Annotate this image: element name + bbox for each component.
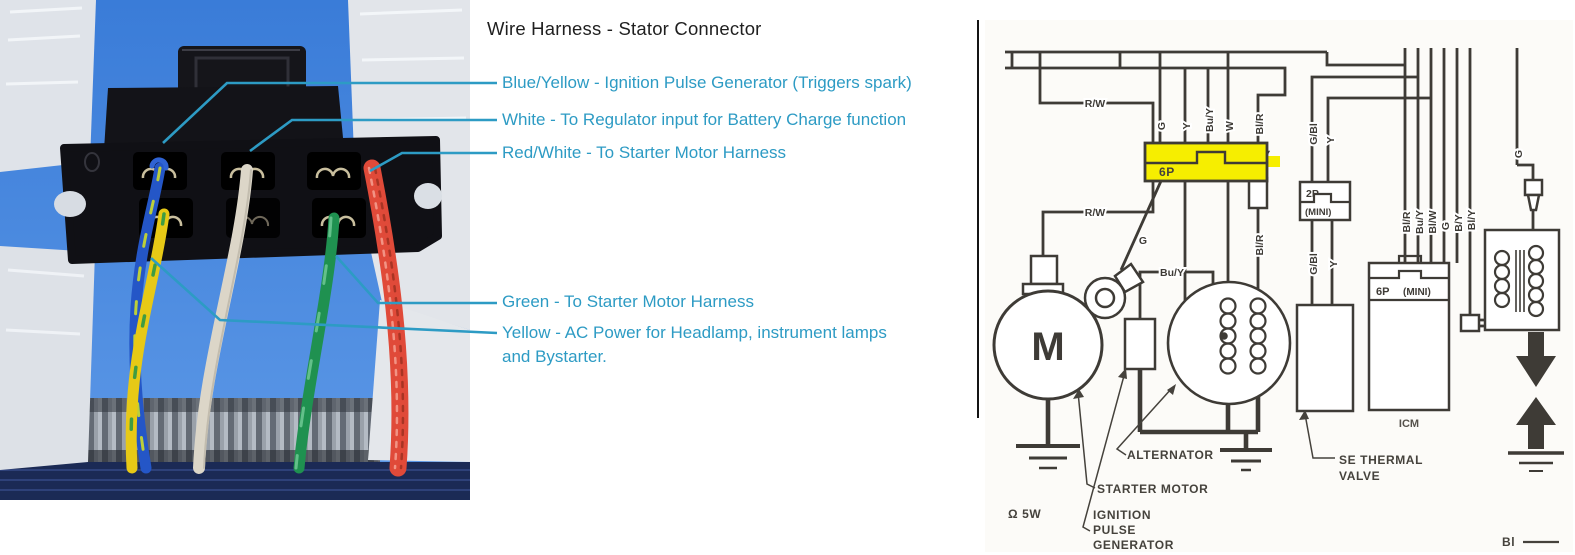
- label-bly: Bl/Y: [1466, 210, 1478, 230]
- label-gbl-top: G/Bl: [1308, 123, 1320, 145]
- wire-green: [293, 212, 340, 474]
- wire-blue-yellow: [129, 157, 169, 474]
- icm-box: 6P (MINI) ICM: [1367, 254, 1451, 430]
- label-w6-blw: Bl/W: [1427, 210, 1439, 233]
- coil-top-plug: [1523, 178, 1544, 197]
- annotation-white: White - To Regulator input for Battery C…: [502, 110, 907, 129]
- label-rw-bottom: R/W: [1085, 207, 1106, 219]
- label-y2-top: Y: [1325, 136, 1337, 143]
- vertical-divider: [977, 20, 979, 418]
- label-w6-buy: Bu/Y: [1414, 210, 1426, 234]
- label-buy-mid: Bu/Y: [1160, 267, 1184, 279]
- se-thermal-valve-box: [1295, 303, 1355, 413]
- ipg-label-line3: GENERATOR: [1093, 538, 1174, 552]
- se-thermal-valve-label-line1: SE THERMAL: [1339, 453, 1423, 467]
- label-blr-top: Bl/R: [1254, 113, 1266, 134]
- icm-label: ICM: [1399, 418, 1419, 430]
- label-y-drop: Y: [1181, 122, 1193, 129]
- wire-labels: R/W R/W G Y Bu/Y W G Bu/Y Bl/R Bl/R G/Bl…: [1083, 96, 1527, 281]
- ipg-label-line1: IGNITION: [1093, 508, 1151, 522]
- annotation-yellow-line2: and Bystarter.: [502, 347, 607, 366]
- connector-6p-highlighted: 6P: [1143, 141, 1280, 183]
- connector-6p-mini-label: 6P: [1376, 286, 1389, 298]
- label-rw-top: R/W: [1085, 98, 1106, 110]
- label-y2-bot: Y: [1328, 260, 1340, 267]
- ground-symbols: [1016, 444, 1564, 472]
- se-thermal-valve-label-line2: VALVE: [1339, 469, 1380, 483]
- label-w6-by: B/Y: [1453, 214, 1465, 232]
- alternator-label: ALTERNATOR: [1127, 448, 1214, 462]
- component-names: ALTERNATOR STARTER MOTOR IGNITION PULSE …: [1008, 448, 1559, 552]
- stator-connector-photo: [0, 0, 470, 500]
- ohm-5w-label: Ω 5W: [1008, 507, 1041, 521]
- wire-yellow: [125, 208, 170, 474]
- label-w6-blr: Bl/R: [1401, 211, 1413, 232]
- annotation-blue-yellow: Blue/Yellow - Ignition Pulse Generator (…: [502, 73, 912, 92]
- diagram-paper: [985, 20, 1573, 552]
- component-leaders: [1073, 368, 1335, 532]
- page-title: Wire Harness - Stator Connector: [487, 18, 762, 39]
- connector-6p-label: 6P: [1159, 165, 1175, 179]
- bl-note-label: Bl: [1502, 535, 1515, 549]
- connector-2p-mini-label: (MINI): [1305, 207, 1331, 218]
- label-gbl-bot: G/Bl: [1308, 253, 1320, 275]
- connector-6p-mini-suffix: (MINI): [1403, 287, 1431, 298]
- connector-2p-mini: 2P (MINI): [1298, 180, 1352, 222]
- label-w-drop: W: [1224, 121, 1236, 131]
- label-g-diagonal: G: [1139, 235, 1147, 247]
- label-buy-drop: Bu/Y: [1204, 108, 1216, 132]
- ignition-pulse-generator-box: [1123, 317, 1157, 371]
- coil-side-plug: [1459, 313, 1481, 333]
- starter-motor-symbol: M: [992, 254, 1104, 401]
- wiring-diagram: 6P M 2P: [985, 20, 1573, 552]
- ignition-coil-assembly: [1459, 178, 1561, 449]
- alternator-symbol: [1166, 280, 1292, 406]
- ring-terminal: [1083, 262, 1145, 320]
- label-g-drop: G: [1156, 122, 1168, 130]
- label-w6-g: G: [1440, 222, 1452, 230]
- motor-m-label: M: [1031, 325, 1064, 369]
- spark-down-arrow: [1516, 332, 1556, 387]
- label-blr-mid: Bl/R: [1254, 234, 1266, 255]
- starter-motor-label: STARTER MOTOR: [1097, 482, 1208, 496]
- annotation-red-white: Red/White - To Starter Motor Harness: [502, 143, 787, 162]
- annotation-yellow-line1: Yellow - AC Power for Headlamp, instrume…: [502, 323, 887, 342]
- spark-up-arrow: [1516, 397, 1556, 449]
- annotation-green: Green - To Starter Motor Harness: [502, 292, 754, 311]
- ipg-label-line2: PULSE: [1093, 523, 1136, 537]
- right-wing-notch: [414, 183, 442, 209]
- connector-2p-label: 2P: [1306, 188, 1319, 200]
- left-wing-notch: [54, 191, 86, 217]
- label-g-coil: G: [1513, 150, 1525, 158]
